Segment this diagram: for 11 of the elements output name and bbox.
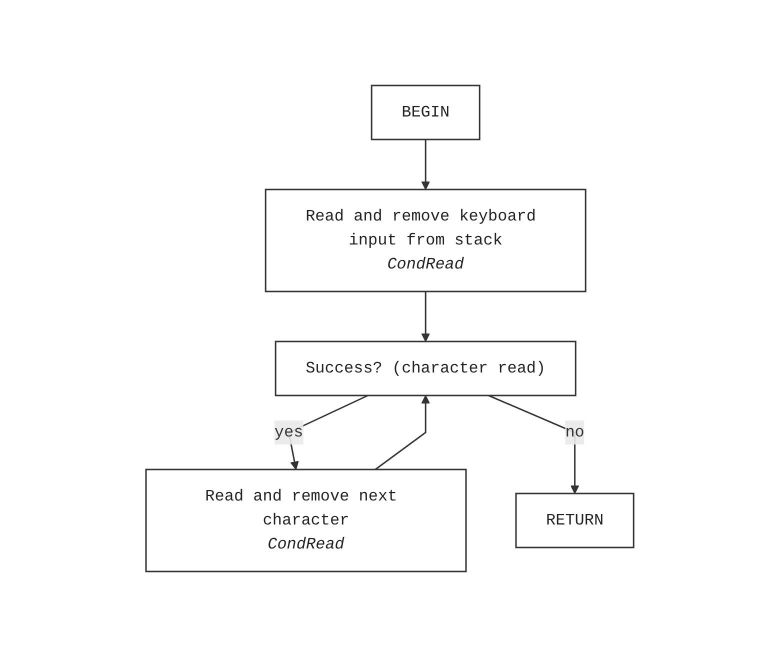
- edge-label: no: [564, 424, 584, 442]
- node-box: Read and remove next character CondRead: [144, 468, 466, 572]
- node-box: Read and remove keyboard input from stack CondRead: [264, 188, 586, 292]
- node-box: Success? (character read): [274, 340, 576, 396]
- arrow: [420, 292, 430, 342]
- arrow: [374, 395, 430, 470]
- node-box: RETURN: [514, 492, 634, 548]
- arrow: [488, 394, 579, 494]
- node-box: BEGIN: [370, 84, 480, 140]
- arrow: [420, 140, 430, 190]
- edge-label: yes: [274, 424, 303, 442]
